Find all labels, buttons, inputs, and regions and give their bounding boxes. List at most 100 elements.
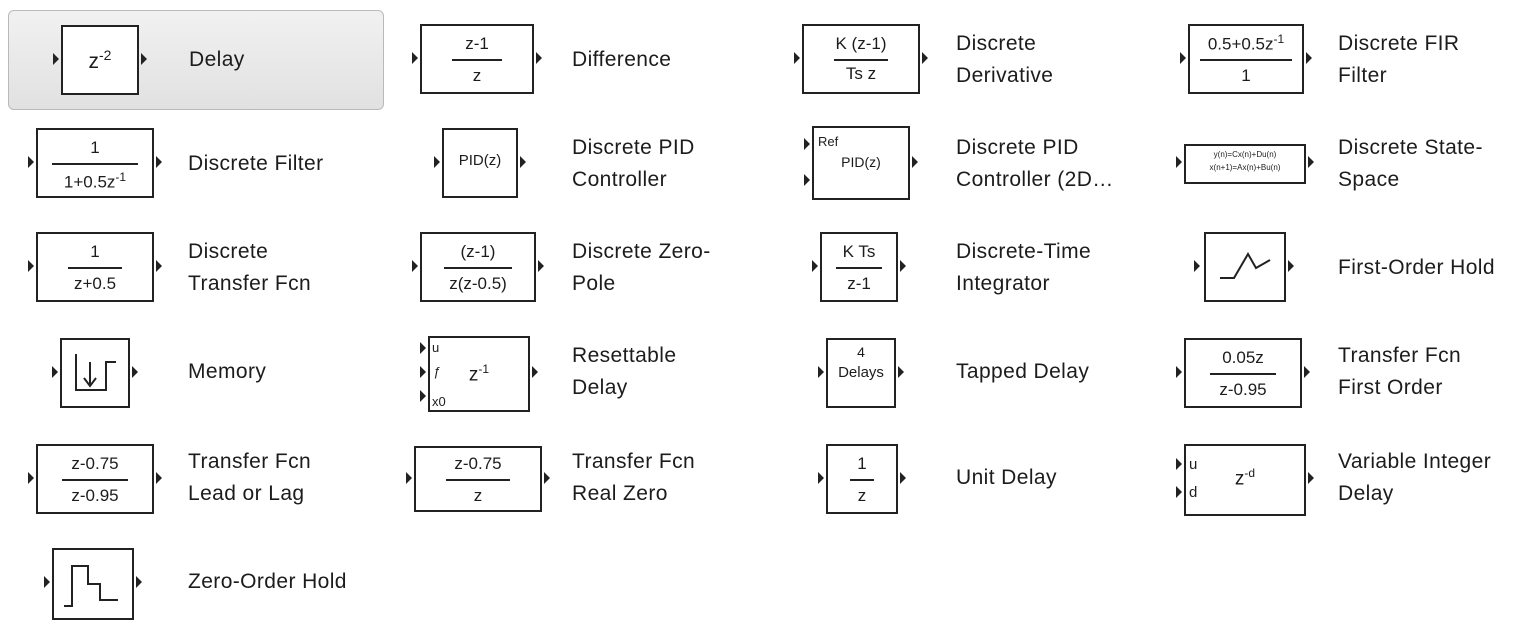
- input-port-u: [420, 342, 426, 354]
- input-port: [412, 260, 418, 272]
- block-label: Resettable Delay: [572, 344, 677, 399]
- library-item-discrete-transfer-fcn[interactable]: 1 z+0.5 Discrete Transfer Fcn: [8, 218, 388, 318]
- library-item-first-order-hold[interactable]: First-Order Hold: [1176, 218, 1532, 318]
- block-label: Tapped Delay: [956, 360, 1090, 383]
- library-item-difference[interactable]: z-1 z Difference: [400, 10, 780, 110]
- library-item-discrete-pid-controller[interactable]: PID(z) Discrete PID Controller: [400, 114, 780, 214]
- output-port: [1304, 366, 1310, 378]
- staircase-signal-icon: [64, 565, 118, 607]
- library-item-discrete-zero-pole[interactable]: (z-1) z(z-0.5) Discrete Zero- Pole: [400, 218, 780, 318]
- block-label: Transfer Fcn Real Zero: [572, 450, 696, 505]
- output-port: [532, 366, 538, 378]
- block-label: Transfer Fcn First Order: [1338, 344, 1462, 399]
- library-item-transfer-fcn-real-zero[interactable]: z-0.75 z Transfer Fcn Real Zero: [400, 428, 780, 528]
- output-port: [544, 472, 550, 484]
- unit-delay-block-icon: 1 z: [826, 444, 898, 514]
- library-item-discrete-filter[interactable]: 1 1+0.5z-1 Discrete Filter: [8, 114, 388, 214]
- library-item-memory[interactable]: Memory: [8, 322, 388, 422]
- output-port: [136, 576, 142, 588]
- output-port: [1288, 260, 1294, 272]
- zero-order-hold-block-icon: [52, 548, 134, 620]
- block-label: Discrete PID Controller (2D…: [956, 136, 1114, 191]
- input-port: [52, 366, 58, 378]
- output-port: [141, 53, 147, 65]
- output-port: [900, 472, 906, 484]
- reset-trigger-icon: ƒ: [433, 364, 441, 379]
- input-port: [812, 260, 818, 272]
- block-label: Discrete FIR Filter: [1338, 32, 1460, 87]
- discrete-transfer-fcn-block-icon: 1 z+0.5: [36, 232, 154, 302]
- library-item-tapped-delay[interactable]: 4 Delays Tapped Delay: [790, 322, 1170, 422]
- output-port: [900, 260, 906, 272]
- block-label: Discrete-Time Integrator: [956, 240, 1092, 295]
- output-port: [912, 156, 918, 168]
- block-label: Zero-Order Hold: [188, 570, 347, 593]
- discrete-filter-block-icon: 1 1+0.5z-1: [36, 128, 154, 198]
- output-port: [156, 260, 162, 272]
- discrete-pid-2dof-block-icon: Ref PID(z): [812, 126, 910, 200]
- block-label: Discrete Transfer Fcn: [188, 240, 312, 295]
- input-port: [1176, 366, 1182, 378]
- library-item-unit-delay[interactable]: 1 z Unit Delay: [790, 428, 1170, 528]
- library-item-transfer-fcn-first-order[interactable]: 0.05z z-0.95 Transfer Fcn First Order: [1176, 322, 1532, 422]
- input-port: [406, 472, 412, 484]
- input-port-x0: [420, 390, 426, 402]
- library-item-transfer-fcn-lead-lag[interactable]: z-0.75 z-0.95 Transfer Fcn Lead or Lag: [8, 428, 388, 528]
- input-port: [1194, 260, 1200, 272]
- input-port: [818, 472, 824, 484]
- library-item-delay[interactable]: z-2 Delay: [8, 10, 384, 110]
- block-label: Discrete Zero- Pole: [572, 240, 711, 295]
- library-item-discrete-time-integrator[interactable]: K Ts z-1 Discrete-Time Integrator: [790, 218, 1170, 318]
- transfer-fcn-first-order-block-icon: 0.05z z-0.95: [1184, 338, 1302, 408]
- first-order-hold-block-icon: [1204, 232, 1286, 302]
- input-port-d: [1176, 486, 1182, 498]
- input-port: [44, 576, 50, 588]
- block-label: Variable Integer Delay: [1338, 450, 1492, 505]
- output-port: [1308, 472, 1314, 484]
- output-port: [132, 366, 138, 378]
- input-port-y: [804, 174, 810, 186]
- output-port: [520, 156, 526, 168]
- library-item-variable-integer-delay[interactable]: u d z-d Variable Integer Delay: [1176, 428, 1532, 528]
- block-label: Discrete PID Controller: [572, 136, 695, 191]
- input-port: [434, 156, 440, 168]
- block-label: Difference: [572, 48, 672, 71]
- input-port: [28, 472, 34, 484]
- input-port: [53, 53, 59, 65]
- library-item-discrete-derivative[interactable]: K (z-1) Ts z Discrete Derivative: [790, 10, 1170, 110]
- block-label: First-Order Hold: [1338, 256, 1495, 279]
- input-port: [1180, 52, 1186, 64]
- output-port: [156, 156, 162, 168]
- input-port: [794, 52, 800, 64]
- resettable-delay-block-icon: u ƒ x0 z-1: [428, 336, 530, 412]
- transfer-fcn-real-zero-block-icon: z-0.75 z: [414, 446, 542, 512]
- output-port: [538, 260, 544, 272]
- block-label: Memory: [188, 360, 267, 383]
- block-label: Discrete Filter: [188, 152, 324, 175]
- transfer-fcn-lead-lag-block-icon: z-0.75 z-0.95: [36, 444, 154, 514]
- input-port: [1176, 156, 1182, 168]
- block-label: Delay: [189, 48, 245, 71]
- output-port: [922, 52, 928, 64]
- library-item-resettable-delay[interactable]: u ƒ x0 z-1 Resettable Delay: [400, 322, 780, 422]
- input-port-reset: [420, 366, 426, 378]
- library-item-discrete-fir-filter[interactable]: 0.5+0.5z-1 1 Discrete FIR Filter: [1176, 10, 1532, 110]
- output-port: [1306, 52, 1312, 64]
- input-port: [28, 156, 34, 168]
- discrete-state-space-block-icon: y(n)=Cx(n)+Du(n) x(n+1)=Ax(n)+Bu(n): [1184, 144, 1306, 184]
- discrete-fir-filter-block-icon: 0.5+0.5z-1 1: [1188, 24, 1304, 94]
- discrete-derivative-block-icon: K (z-1) Ts z: [802, 24, 920, 94]
- output-port: [1308, 156, 1314, 168]
- memory-block-icon: [60, 338, 130, 408]
- library-item-discrete-state-space[interactable]: y(n)=Cx(n)+Du(n) x(n+1)=Ax(n)+Bu(n) Disc…: [1176, 114, 1532, 214]
- input-port: [412, 52, 418, 64]
- library-item-zero-order-hold[interactable]: Zero-Order Hold: [8, 532, 388, 632]
- tapped-delay-block-icon: 4 Delays: [826, 338, 896, 408]
- output-port: [156, 472, 162, 484]
- delay-block-icon: z-2: [61, 25, 139, 95]
- output-port: [536, 52, 542, 64]
- block-label: Transfer Fcn Lead or Lag: [188, 450, 312, 505]
- library-item-discrete-pid-controller-2dof[interactable]: Ref PID(z) Discrete PID Controller (2D…: [790, 114, 1170, 214]
- input-port-ref: [804, 138, 810, 150]
- block-label: Unit Delay: [956, 466, 1057, 489]
